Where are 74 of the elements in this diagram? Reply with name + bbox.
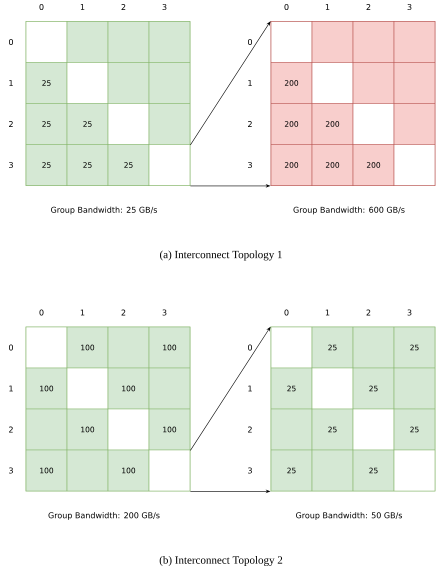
row-number: 3	[248, 162, 252, 168]
row-number: 0	[9, 344, 14, 351]
matrix-cell	[66, 21, 108, 63]
row-number: 1	[248, 80, 252, 86]
matrix-cell	[394, 103, 436, 145]
row-number: 1	[9, 386, 13, 392]
row-number: 3	[9, 162, 13, 168]
row-number: 2	[248, 121, 252, 127]
column-number: 3	[408, 4, 412, 10]
bandwidth-caption: Group Bandwidth: 25 GB/s	[51, 206, 158, 214]
matrix-cell	[148, 21, 190, 63]
matrix-cell	[270, 326, 312, 368]
matrix-cell	[394, 450, 436, 492]
matrix-cell	[394, 62, 436, 104]
row-number: 1	[9, 80, 13, 86]
row-number: 3	[248, 467, 252, 474]
matrix-cell	[352, 21, 394, 63]
matrix-cell	[394, 144, 436, 186]
column-number: 3	[162, 4, 166, 10]
column-number: 0	[284, 309, 289, 316]
matrix-cell	[394, 21, 436, 63]
matrix-cell	[312, 62, 354, 104]
matrix-cell	[26, 326, 68, 368]
bandwidth-caption: Group Bandwidth: 600 GB/s	[294, 206, 405, 214]
row-number: 0	[248, 38, 252, 46]
column-number: 1	[80, 4, 84, 10]
matrix-cell	[312, 368, 354, 410]
matrix-cell	[108, 326, 150, 368]
matrix-cell	[352, 408, 394, 450]
matrix-cell	[148, 62, 190, 104]
column-number: 3	[162, 309, 166, 316]
figure-caption: (a) Interconnect Topology 1	[160, 250, 282, 260]
matrix-cell	[66, 450, 108, 492]
column-number: 2	[366, 310, 370, 316]
matrix-cell	[312, 450, 354, 492]
matrix-cell	[270, 408, 312, 450]
matrix-cell	[108, 408, 150, 450]
row-number: 2	[9, 121, 13, 127]
matrix-cell	[108, 21, 150, 63]
column-number: 0	[40, 4, 44, 10]
matrix-cell	[66, 62, 108, 104]
matrix-cell	[352, 326, 394, 368]
figure-caption: (b) Interconnect Topology 2	[160, 556, 282, 566]
column-number: 1	[326, 310, 330, 316]
column-number: 1	[80, 310, 84, 316]
matrix-cell	[270, 21, 312, 63]
matrix-cell	[312, 21, 354, 63]
matrix-cell	[26, 408, 68, 450]
column-number: 3	[408, 309, 412, 316]
row-number: 1	[248, 386, 252, 392]
row-number: 2	[9, 426, 13, 432]
column-number: 2	[122, 310, 126, 316]
bandwidth-caption: Group Bandwidth: 200 GB/s	[48, 512, 160, 520]
row-number: 0	[248, 344, 252, 351]
bandwidth-caption: Group Bandwidth: 50 GB/s	[296, 512, 402, 520]
matrix-cell	[148, 450, 190, 492]
row-number: 2	[248, 426, 252, 432]
matrix-cell	[352, 62, 394, 104]
column-number: 0	[40, 309, 44, 316]
matrix-cell	[108, 103, 150, 145]
matrix-cell	[352, 103, 394, 145]
row-number: 0	[9, 38, 14, 46]
matrix-cell	[26, 21, 68, 63]
matrix-cell	[394, 368, 436, 410]
matrix-cell	[148, 368, 190, 410]
column-number: 2	[366, 4, 370, 10]
column-number: 1	[326, 4, 330, 10]
matrix-cell	[148, 144, 190, 186]
column-number: 0	[284, 4, 289, 10]
matrix-cell	[66, 368, 108, 410]
column-number: 2	[122, 4, 126, 10]
row-number: 3	[9, 467, 13, 474]
matrix-cell	[108, 62, 150, 104]
matrix-cell	[148, 103, 190, 145]
